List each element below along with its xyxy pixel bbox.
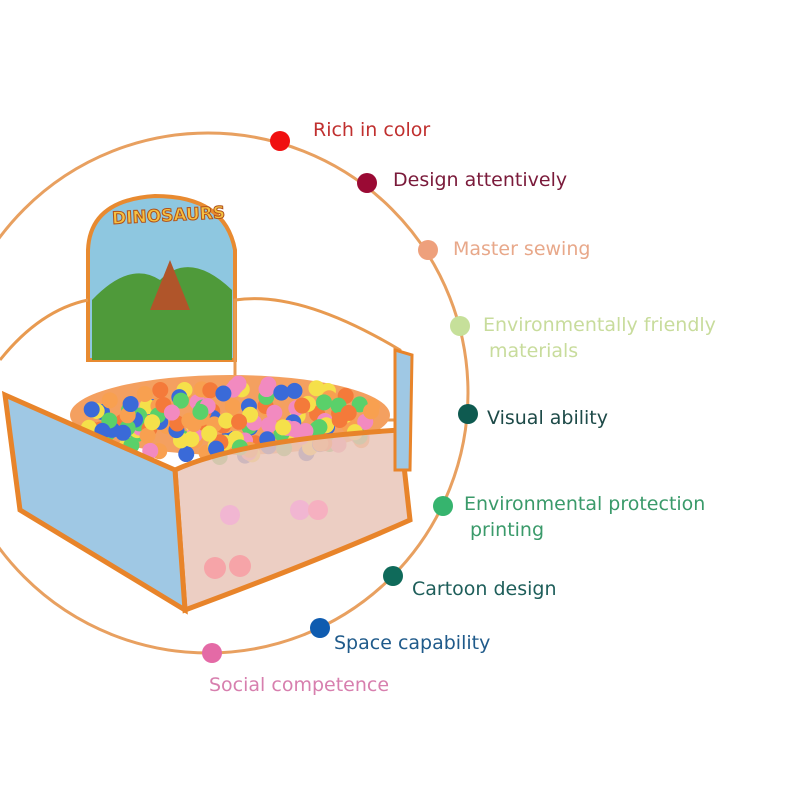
ball [115,424,132,441]
feature-label: Visual ability [487,407,608,429]
feature-dot-icon [383,566,403,586]
feature-master-sewing: Master sewing [453,236,590,262]
jungle-scene [92,267,232,360]
feature-dot-icon [458,404,478,424]
ball [136,386,153,403]
ball [315,394,332,411]
ball [266,404,283,421]
ball [294,397,311,414]
ball [286,382,303,399]
ball [215,385,232,402]
printed-side-panel [1,390,188,615]
ball [181,412,198,429]
ball [308,380,325,397]
feature-rich-in-color: Rich in color [313,117,430,143]
ball [144,414,161,431]
feature-label-line2: materials [489,340,579,362]
ball [331,412,348,429]
feature-label: Rich in color [313,119,431,141]
ball [201,425,218,442]
feature-dot-icon [418,240,438,260]
feature-label: Cartoon design [412,578,557,600]
ball [202,382,219,399]
ball [258,381,275,398]
ball [152,382,169,399]
ball [231,413,248,430]
feature-label-line2: printing [470,519,545,541]
ball [275,419,292,436]
ball [363,403,380,420]
feature-label: Social competence [209,674,390,696]
feature-space-capability: Space capability [334,630,490,656]
feature-eco-materials: Environmentally friendly materials [483,312,716,364]
ball [83,401,100,418]
feature-social-competence: Social competence [209,672,389,698]
ball [297,423,314,440]
ball [261,416,278,433]
feature-dot-icon [310,618,330,638]
volcano [150,260,190,310]
ball [311,419,328,436]
ball [163,404,180,421]
ball [101,392,118,409]
ball [230,375,247,392]
feature-label: Design attentively [393,169,568,191]
ball [218,412,235,429]
mesh-front-panel [172,427,413,614]
ball [122,396,139,413]
feature-cartoon-design: Cartoon design [412,576,557,602]
feature-dot-icon [433,496,453,516]
feature-dot-icon [450,316,470,336]
ball [192,403,209,420]
feature-label: Environmentally friendly [483,314,716,336]
feature-label: Space capability [334,632,491,654]
feature-label: Master sewing [453,238,591,260]
feature-dot-icon [270,131,290,151]
feature-eco-printing: Environmental protection printing [464,491,705,543]
ball [139,427,156,444]
feature-visual-ability: Visual ability [487,405,608,431]
ball [273,384,290,401]
feature-design-attentively: Design attentively [393,167,567,193]
feature-dot-icon [202,643,222,663]
ball [224,398,241,415]
ball [172,392,189,409]
ball [178,446,195,463]
feature-dot-icon [357,173,377,193]
ball [183,431,200,448]
feature-label: Environmental protection [464,493,706,515]
